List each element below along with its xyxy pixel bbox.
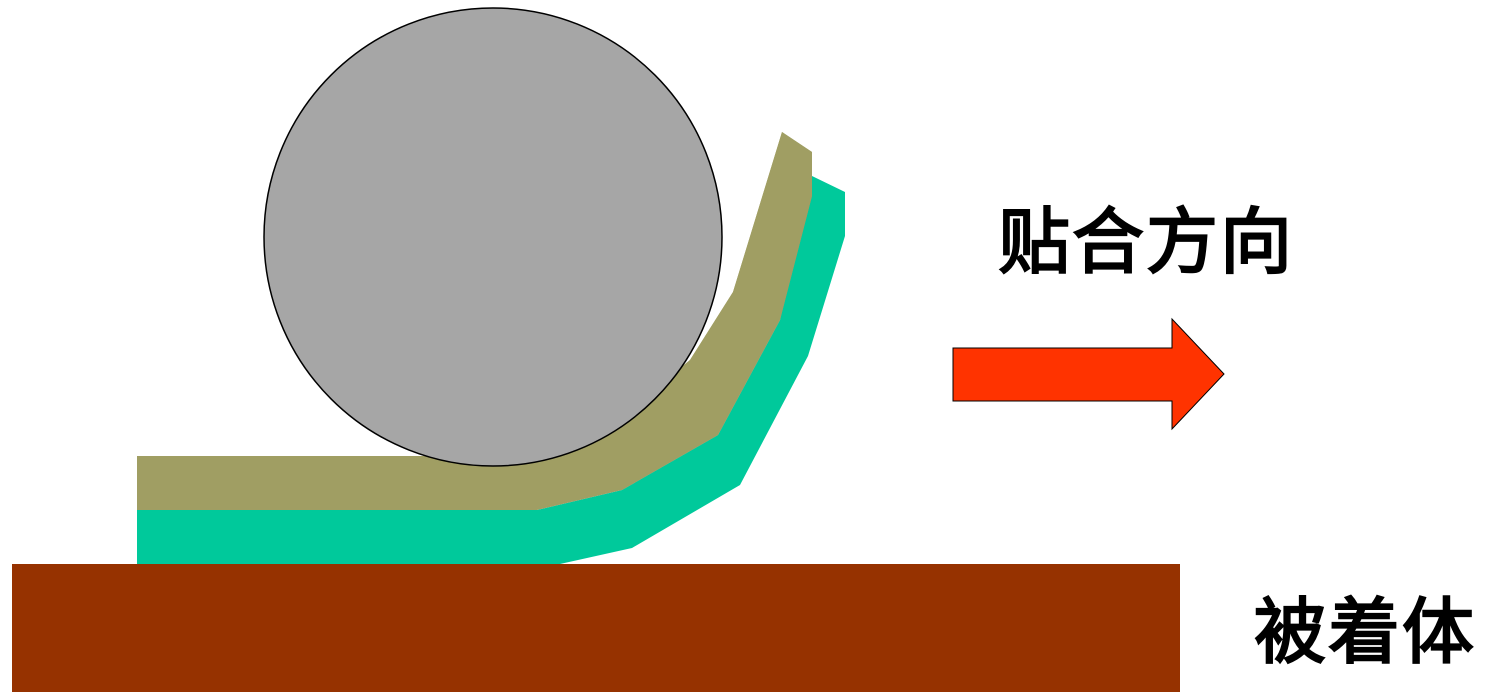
roller	[263, 7, 723, 467]
substrate-block	[12, 564, 1180, 692]
direction-label: 贴合方向	[998, 200, 1295, 284]
substrate-label: 被着体	[1254, 590, 1477, 674]
film-layer-band	[137, 132, 812, 510]
right-arrow-icon	[952, 317, 1225, 431]
adhesive-layer	[137, 176, 845, 564]
